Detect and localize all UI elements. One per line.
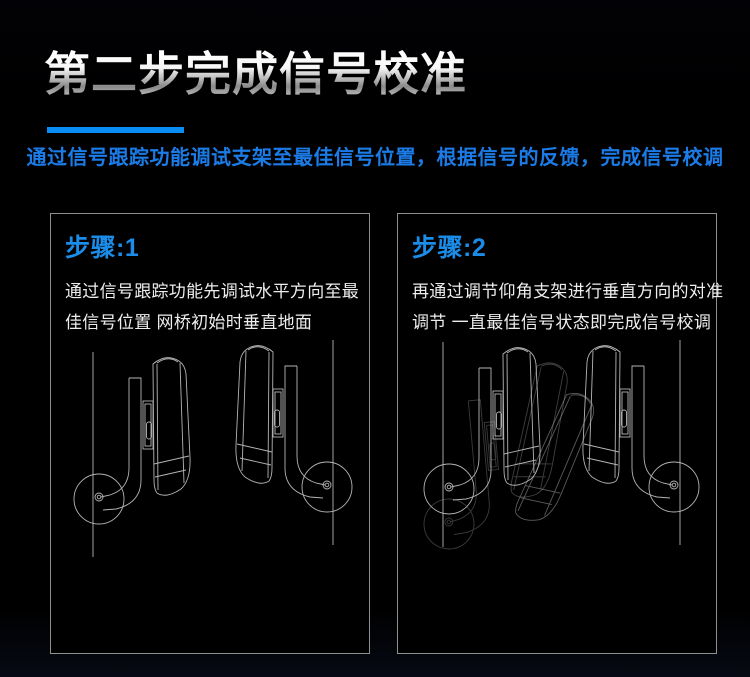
step-1-body-line-2: 佳信号位置 网桥初始时垂直地面 bbox=[65, 313, 313, 332]
bridge-pair-upright-illustration bbox=[51, 338, 371, 588]
title-underline bbox=[47, 127, 184, 133]
step-panel-2: 步骤:2 再通过调节仰角支架进行垂直方向的对准 调节 一直最佳信号状态即完成信号… bbox=[397, 213, 724, 654]
step-2-body-line-2: 调节 一直最佳信号状态即完成信号校调 bbox=[412, 313, 712, 332]
step-2-body: 再通过调节仰角支架进行垂直方向的对准 调节 一直最佳信号状态即完成信号校调 bbox=[412, 276, 724, 338]
step-1-body: 通过信号跟踪功能先调试水平方向至最 佳信号位置 网桥初始时垂直地面 bbox=[65, 276, 360, 338]
bridge-tilt-adjust-illustration bbox=[413, 338, 718, 552]
wall-bridge-left-icon bbox=[424, 342, 540, 547]
step-1-heading: 步骤:1 bbox=[65, 234, 140, 262]
wall-bridge-left-icon bbox=[74, 352, 190, 557]
step-2-heading: 步骤:2 bbox=[412, 234, 487, 262]
page-title: 第二步完成信号校准 bbox=[44, 47, 467, 102]
bridge-tilt-ghost-1-icon bbox=[507, 359, 576, 503]
page-subtitle: 通过信号跟踪功能调试支架至最佳信号位置，根据信号的反馈，完成信号校调 bbox=[26, 147, 724, 169]
step-panel-1: 步骤:1 通过信号跟踪功能先调试水平方向至最 佳信号位置 网桥初始时垂直地面 bbox=[50, 213, 370, 654]
wall-bridge-right-icon bbox=[583, 340, 699, 545]
step-2-body-line-1: 再通过调节仰角支架进行垂直方向的对准 bbox=[412, 282, 724, 301]
wall-bridge-right-icon bbox=[236, 340, 352, 545]
step-1-body-line-1: 通过信号跟踪功能先调试水平方向至最 bbox=[65, 282, 360, 301]
